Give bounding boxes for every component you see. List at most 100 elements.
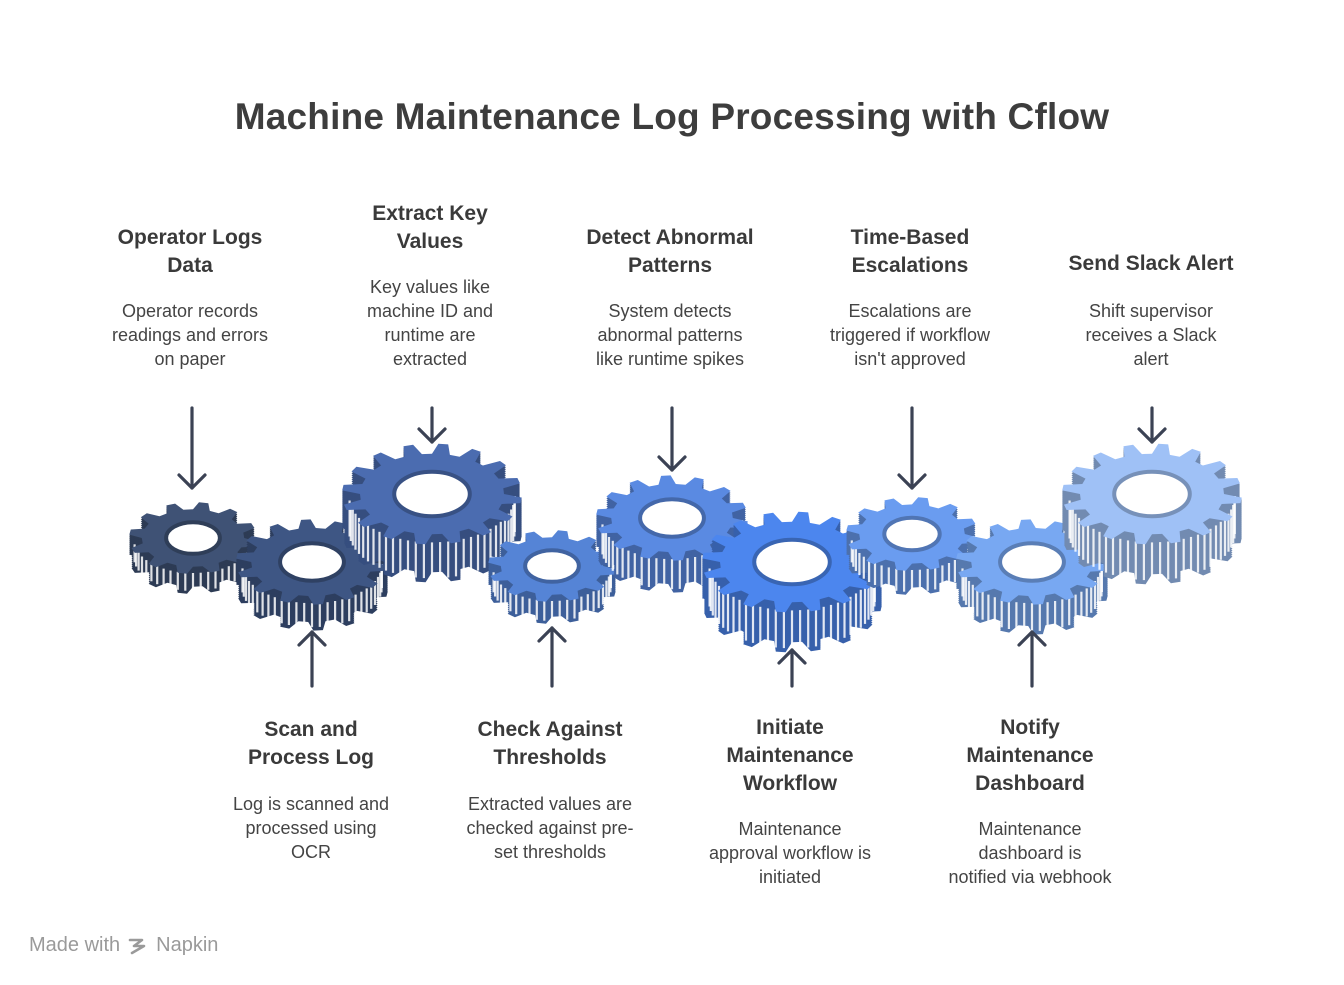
step-desc-line: extracted [392,349,468,369]
step-title: Detect Abnormal Patterns [550,224,790,280]
step-title-line: Maintenance [966,744,1094,767]
step-desc-line: triggered if workflow [829,325,991,345]
step-description: Key values like machine ID and runtime a… [310,275,550,371]
diagram-title: Machine Maintenance Log Processing with … [234,96,1110,137]
step-title-line: Send Slack Alert [1068,252,1234,275]
step-title: Send Slack Alert [1031,250,1271,278]
arrow-head [1017,630,1047,647]
gear-9 [1062,443,1242,585]
step-title: Notify Maintenance Dashboard [910,714,1150,798]
step-title-line: Thresholds [493,746,607,769]
step-desc-line: abnormal patterns [597,325,743,345]
step-title-line: Workflow [742,772,838,795]
step-notify-maintenance-dashboard: Notify Maintenance Dashboard Maintenance… [910,714,1150,889]
step-desc-line: Escalations are [848,301,972,321]
arrow-head [657,455,687,472]
gear-7 [846,497,978,595]
step-desc-line: Maintenance [738,819,842,839]
step-initiate-maintenance-workflow: Initiate Maintenance Workflow Maintenanc… [670,714,910,889]
step-desc-line: isn't approved [854,349,966,369]
step-title-line: Check Against [477,718,623,741]
step-title-line: Patterns [627,254,713,277]
step-title-line: Dashboard [975,772,1085,795]
step-desc-line: Operator records [121,301,259,321]
step-desc-line: notified via webhook [948,867,1112,887]
gear-hole [164,520,222,556]
arrow-head [537,626,567,643]
step-desc-line: processed using [245,818,377,838]
made-with-napkin-footer: Made with Napkin [29,934,218,957]
step-title-line: Operator Logs [117,226,263,249]
arrow-down-5 [1137,406,1167,444]
step-description: Escalations are triggered if workflow is… [790,299,1030,371]
arrow-down-4 [897,406,927,490]
arrow-up-7 [537,626,567,688]
arrow-head [297,630,327,647]
gear-hole [278,541,346,583]
step-desc-line: checked against pre- [466,818,634,838]
gear-hole [998,541,1066,583]
gear-2 [236,519,388,631]
step-check-against-thresholds: Check Against Thresholds Extracted value… [430,716,670,864]
step-extract-key-values: Extract Key Values Key values like machi… [310,200,550,371]
arrow-head [897,473,927,490]
step-description: Log is scanned and processed using OCR [191,792,431,864]
gear-hole [882,515,942,553]
step-desc-line: System detects [608,301,732,321]
step-desc-line: Extracted values are [467,794,633,814]
step-description: Maintenance dashboard is notified via we… [910,817,1150,889]
step-desc-line: runtime are [384,325,476,345]
step-title-line: Data [167,254,213,277]
step-description: Maintenance approval workflow is initiat… [670,817,910,889]
step-desc-line: alert [1133,349,1169,369]
arrow-up-8 [777,648,807,688]
step-title-line: Time-Based [850,226,970,249]
step-title: Extract Key Values [310,200,550,256]
step-time-based-escalations: Time-Based Escalations Escalations are t… [790,224,1030,371]
arrow-down-2 [417,406,447,444]
step-desc-line: OCR [291,842,331,862]
step-desc-line: initiated [758,867,822,887]
arrow-up-6 [297,630,327,688]
step-title: Operator Logs Data [70,224,310,280]
gear-hole [392,469,472,519]
step-desc-line: like runtime spikes [595,349,745,369]
step-operator-logs-data: Operator Logs Data Operator records read… [70,224,310,371]
step-title-line: Scan and [264,718,358,741]
step-title-line: Initiate [756,716,824,739]
step-description: Operator records readings and errors on … [70,299,310,371]
gear-hole [523,548,581,584]
step-title-line: Maintenance [726,744,854,767]
step-desc-line: Maintenance [978,819,1082,839]
napkin-brand: Napkin [156,934,219,956]
step-desc-line: Shift supervisor [1088,301,1214,321]
step-desc-line: on paper [154,349,226,369]
step-desc-line: set thresholds [493,842,607,862]
step-desc-line: readings and errors [111,325,269,345]
step-detect-abnormal-patterns: Detect Abnormal Patterns System detects … [550,224,790,371]
gear-hole [752,537,832,587]
step-title-line: Detect Abnormal [586,226,754,249]
arrow-head [417,427,447,444]
gear-side-stripes [1068,496,1236,581]
step-desc-line: approval workflow is [708,843,872,863]
step-scan-and-process-log: Scan and Process Log Log is scanned and … [191,716,431,864]
step-desc-line: Key values like [369,277,491,297]
step-desc-line: Log is scanned and [232,794,390,814]
step-description: System detects abnormal patterns like ru… [550,299,790,371]
arrow-head [177,473,207,490]
gear-4 [488,530,616,624]
step-title-line: Values [396,230,464,253]
step-title-line: Extract Key [372,202,488,225]
step-desc-line: receives a Slack [1085,325,1217,345]
step-desc-line: dashboard is [978,843,1082,863]
made-with-label: Made with [29,934,121,956]
gear-side-stripes [492,568,613,621]
step-title-line: Escalations [851,254,969,277]
arrow-head [777,648,807,665]
gear-3 [342,443,522,583]
gear-1 [129,502,257,594]
napkin-logo-icon [128,938,146,954]
step-title: Check Against Thresholds [430,716,670,772]
